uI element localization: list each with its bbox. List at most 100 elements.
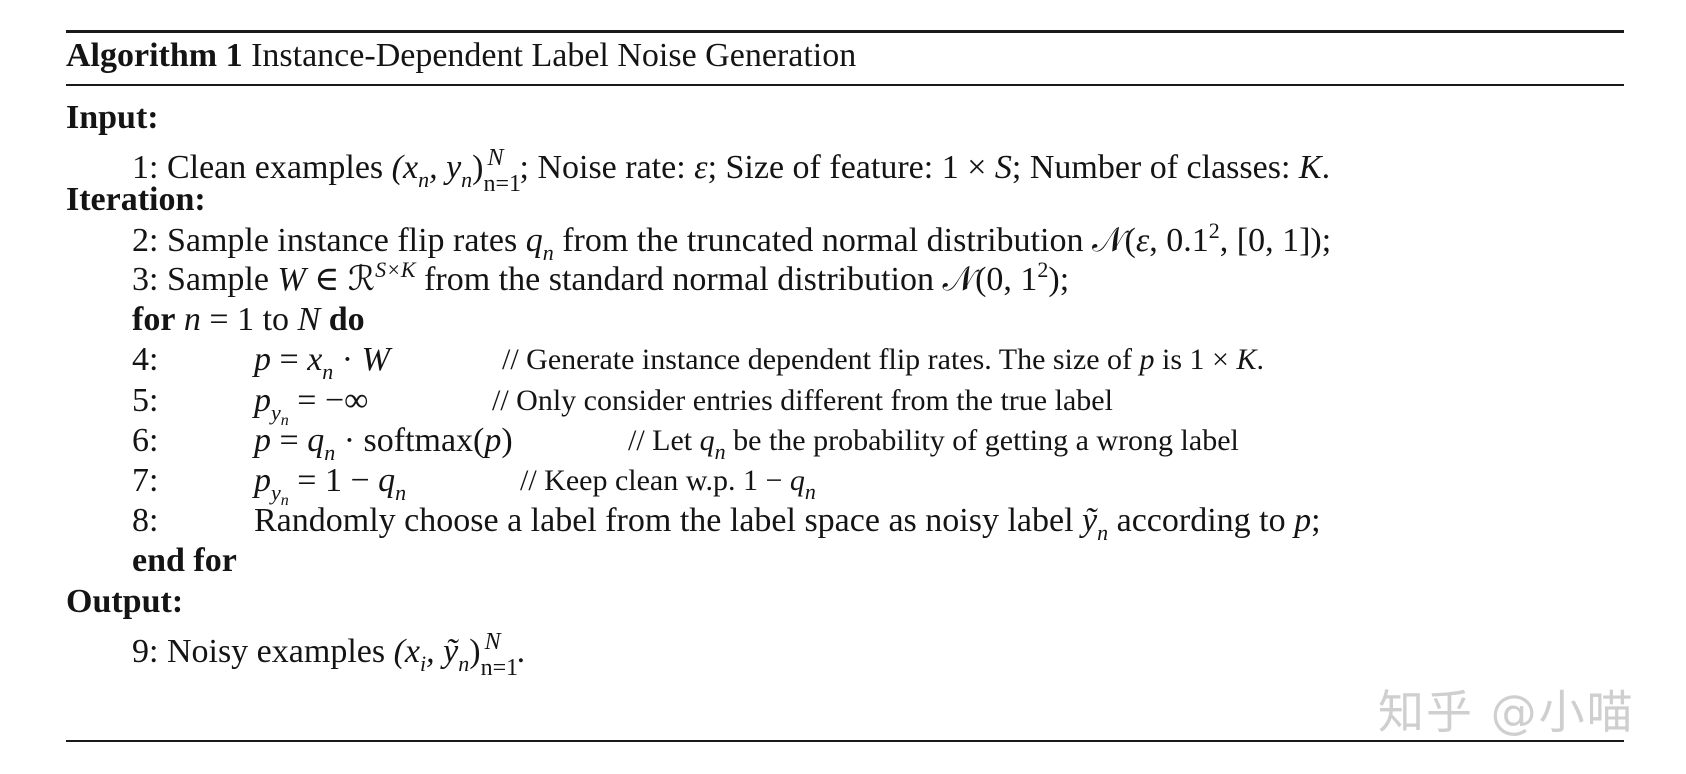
math-sub: n	[395, 480, 407, 505]
math: );	[1048, 261, 1070, 298]
lower-limit: n=1	[480, 655, 519, 681]
math: (x	[391, 149, 419, 186]
top-rule	[66, 30, 1624, 33]
math: ε	[1135, 222, 1150, 259]
section-output: Output:	[66, 583, 184, 620]
math: p	[1139, 343, 1155, 376]
math: · softmax(	[335, 422, 485, 459]
step-number: 2:	[132, 222, 159, 259]
math: p	[254, 341, 271, 378]
math: (0, 1	[975, 261, 1038, 298]
step-text: = 1 to	[200, 301, 298, 338]
step-math: p = qn · softmax(p)	[254, 421, 513, 464]
math-sub-n: n	[280, 412, 289, 429]
step-text: Clean examples	[158, 149, 392, 186]
math-sub: n	[1097, 520, 1109, 545]
math: W	[277, 261, 306, 298]
step-text: Sample instance flip rates	[158, 222, 526, 259]
step-number: 9:	[132, 633, 159, 670]
comment-text: // Let	[628, 424, 700, 457]
math: ∈ ℛ	[305, 261, 376, 298]
math: = −∞	[288, 382, 369, 419]
step-text: Sample	[158, 261, 278, 298]
keyword-for: for	[132, 301, 176, 338]
math: q	[525, 222, 543, 259]
math-sub: yn	[271, 480, 289, 509]
math-sub: n	[458, 651, 470, 676]
math-sub: n	[804, 479, 816, 504]
for-loop-header: for n = 1 to N do	[132, 300, 365, 340]
step-number: 7:	[132, 462, 159, 499]
section-input: Input:	[66, 99, 159, 136]
step-text: .	[516, 633, 526, 670]
math-sub: yn	[271, 400, 289, 429]
math: (	[1124, 222, 1136, 259]
algorithm-caption: Algorithm 1 Instance-Dependent Label Noi…	[66, 36, 856, 76]
math-sub: n	[542, 240, 554, 265]
math-sub: n	[324, 440, 336, 465]
step-math: pyn = −∞	[254, 381, 369, 429]
algorithm-title: Instance-Dependent Label Noise Generatio…	[251, 37, 857, 74]
step-comment: // Let qn be the probability of getting …	[628, 421, 1239, 464]
math-sub-y: y	[271, 400, 281, 425]
math: ỹ	[1082, 502, 1098, 539]
math: n	[183, 301, 201, 338]
step-math: pyn = 1 − qn	[254, 461, 406, 509]
step-number: 6:	[132, 422, 159, 459]
step-text: Randomly choose a label from the label s…	[254, 502, 1083, 539]
math-sub-y: y	[271, 480, 281, 505]
end-for: end for	[132, 542, 237, 579]
math-sup: 2	[1208, 218, 1220, 243]
math: , ỹ	[426, 633, 459, 670]
watermark: 知乎 @小喵	[1378, 685, 1635, 739]
section-iteration: Iteration:	[66, 181, 206, 218]
math: x	[307, 341, 323, 378]
step-text: ; Number of classes:	[1011, 149, 1299, 186]
math: K	[1298, 149, 1322, 186]
math: p	[484, 422, 502, 459]
math: )	[469, 633, 481, 670]
step-text-block: Randomly choose a label from the label s…	[254, 501, 1321, 544]
math: 𝒩	[1091, 222, 1125, 259]
math: =	[271, 341, 308, 378]
step-text: from the standard normal distribution	[415, 261, 943, 298]
math-sub: n	[714, 439, 726, 464]
comment-text: is 1 ×	[1154, 343, 1237, 376]
comment-text: // Generate instance dependent flip rate…	[502, 343, 1140, 376]
math-sub-n: n	[280, 492, 289, 509]
math: p	[1294, 502, 1312, 539]
step-number: 4:	[132, 341, 159, 378]
step-text: ; Size of feature: 1 ×	[707, 149, 995, 186]
step-text: .	[1321, 149, 1331, 186]
math-sup: S×K	[375, 257, 416, 282]
math-sub: i	[420, 651, 427, 676]
step-text: ;	[1311, 502, 1321, 539]
caption-rule	[66, 84, 1624, 86]
math: p	[254, 462, 271, 499]
step-number: 3:	[132, 261, 159, 298]
lower-limit: n=1	[483, 171, 522, 197]
step-comment: // Keep clean w.p. 1 − qn	[520, 461, 816, 504]
step-text: Noisy examples	[158, 633, 394, 670]
math-sup: 2	[1037, 257, 1049, 282]
step-number: 1:	[132, 149, 159, 186]
step-number: 8:	[132, 502, 159, 539]
step-comment: // Generate instance dependent flip rate…	[502, 340, 1264, 380]
keyword-do: do	[328, 301, 365, 338]
math: , y	[429, 149, 462, 186]
upper-limit: N	[487, 145, 504, 171]
step-comment: // Only consider entries different from …	[492, 384, 1113, 417]
math: , 0.1	[1149, 222, 1209, 259]
math: q	[789, 464, 805, 497]
math: K	[1236, 343, 1257, 376]
math: )	[472, 149, 484, 186]
step-2: 2: Sample instance flip rates qn from th…	[132, 218, 1331, 264]
math: )	[501, 422, 513, 459]
math: p	[254, 382, 271, 419]
math-sub: n	[461, 167, 473, 192]
step-text: according to	[1108, 502, 1295, 539]
math: p	[254, 422, 271, 459]
